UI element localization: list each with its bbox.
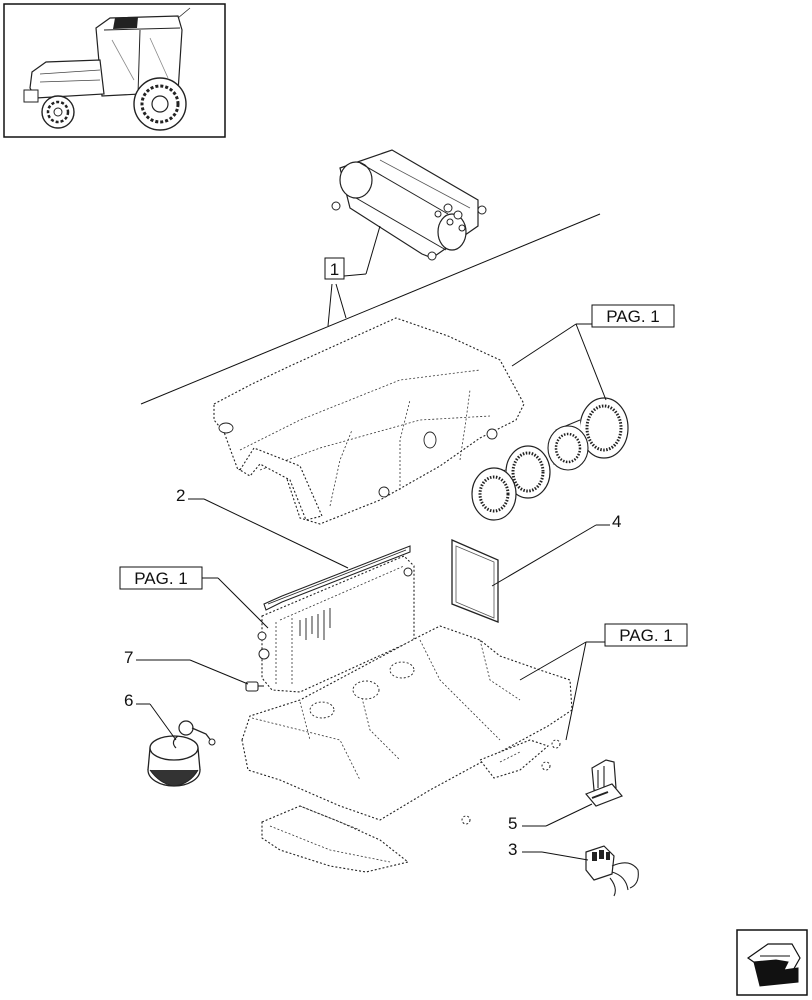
part-5-resistor	[585, 759, 623, 807]
callout-2: 2	[176, 486, 349, 569]
callout-1-label: 1	[330, 260, 339, 279]
page-ref-blower: PAG. 1	[511, 304, 675, 401]
callout-7-label: 7	[124, 648, 133, 667]
part-2-gasket	[263, 545, 411, 611]
callout-5: 5	[508, 803, 593, 833]
part-7-fitting	[245, 681, 264, 692]
callout-6-label: 6	[124, 691, 133, 710]
part-6-thermostat	[147, 720, 216, 787]
callout-6: 6	[124, 691, 177, 741]
page-ref-heater-core: PAG. 1	[119, 566, 269, 629]
part-4-filter	[451, 539, 499, 623]
upper-housing	[213, 317, 525, 525]
callout-4: 4	[491, 512, 621, 587]
part-3-connector	[585, 845, 639, 897]
blower-fan-small	[471, 445, 551, 521]
page-ref-blower-label: PAG. 1	[606, 307, 660, 326]
lower-housing	[241, 625, 573, 873]
callout-3: 3	[508, 840, 589, 861]
page-ref-heater-core-label: PAG. 1	[134, 569, 188, 588]
callout-5-label: 5	[508, 814, 517, 833]
heater-core	[257, 555, 415, 693]
separator-line	[140, 213, 601, 405]
callout-2-label: 2	[176, 486, 185, 505]
callout-1: 1	[324, 225, 381, 280]
tractor-thumbnail-icon	[23, 7, 191, 131]
next-page-arrow-icon	[746, 943, 801, 987]
next-page-button[interactable]	[736, 929, 808, 996]
page-ref-lower-housing-label: PAG. 1	[619, 626, 673, 645]
blower-fans	[471, 397, 629, 521]
tractor-thumbnail	[3, 3, 226, 138]
part-1-air-assembly	[331, 149, 487, 261]
callout-7: 7	[124, 648, 249, 685]
blower-fan-large	[547, 397, 629, 471]
callout-4-label: 4	[612, 512, 621, 531]
callout-3-label: 3	[508, 840, 517, 859]
page-ref-lower-housing: PAG. 1	[519, 623, 688, 741]
